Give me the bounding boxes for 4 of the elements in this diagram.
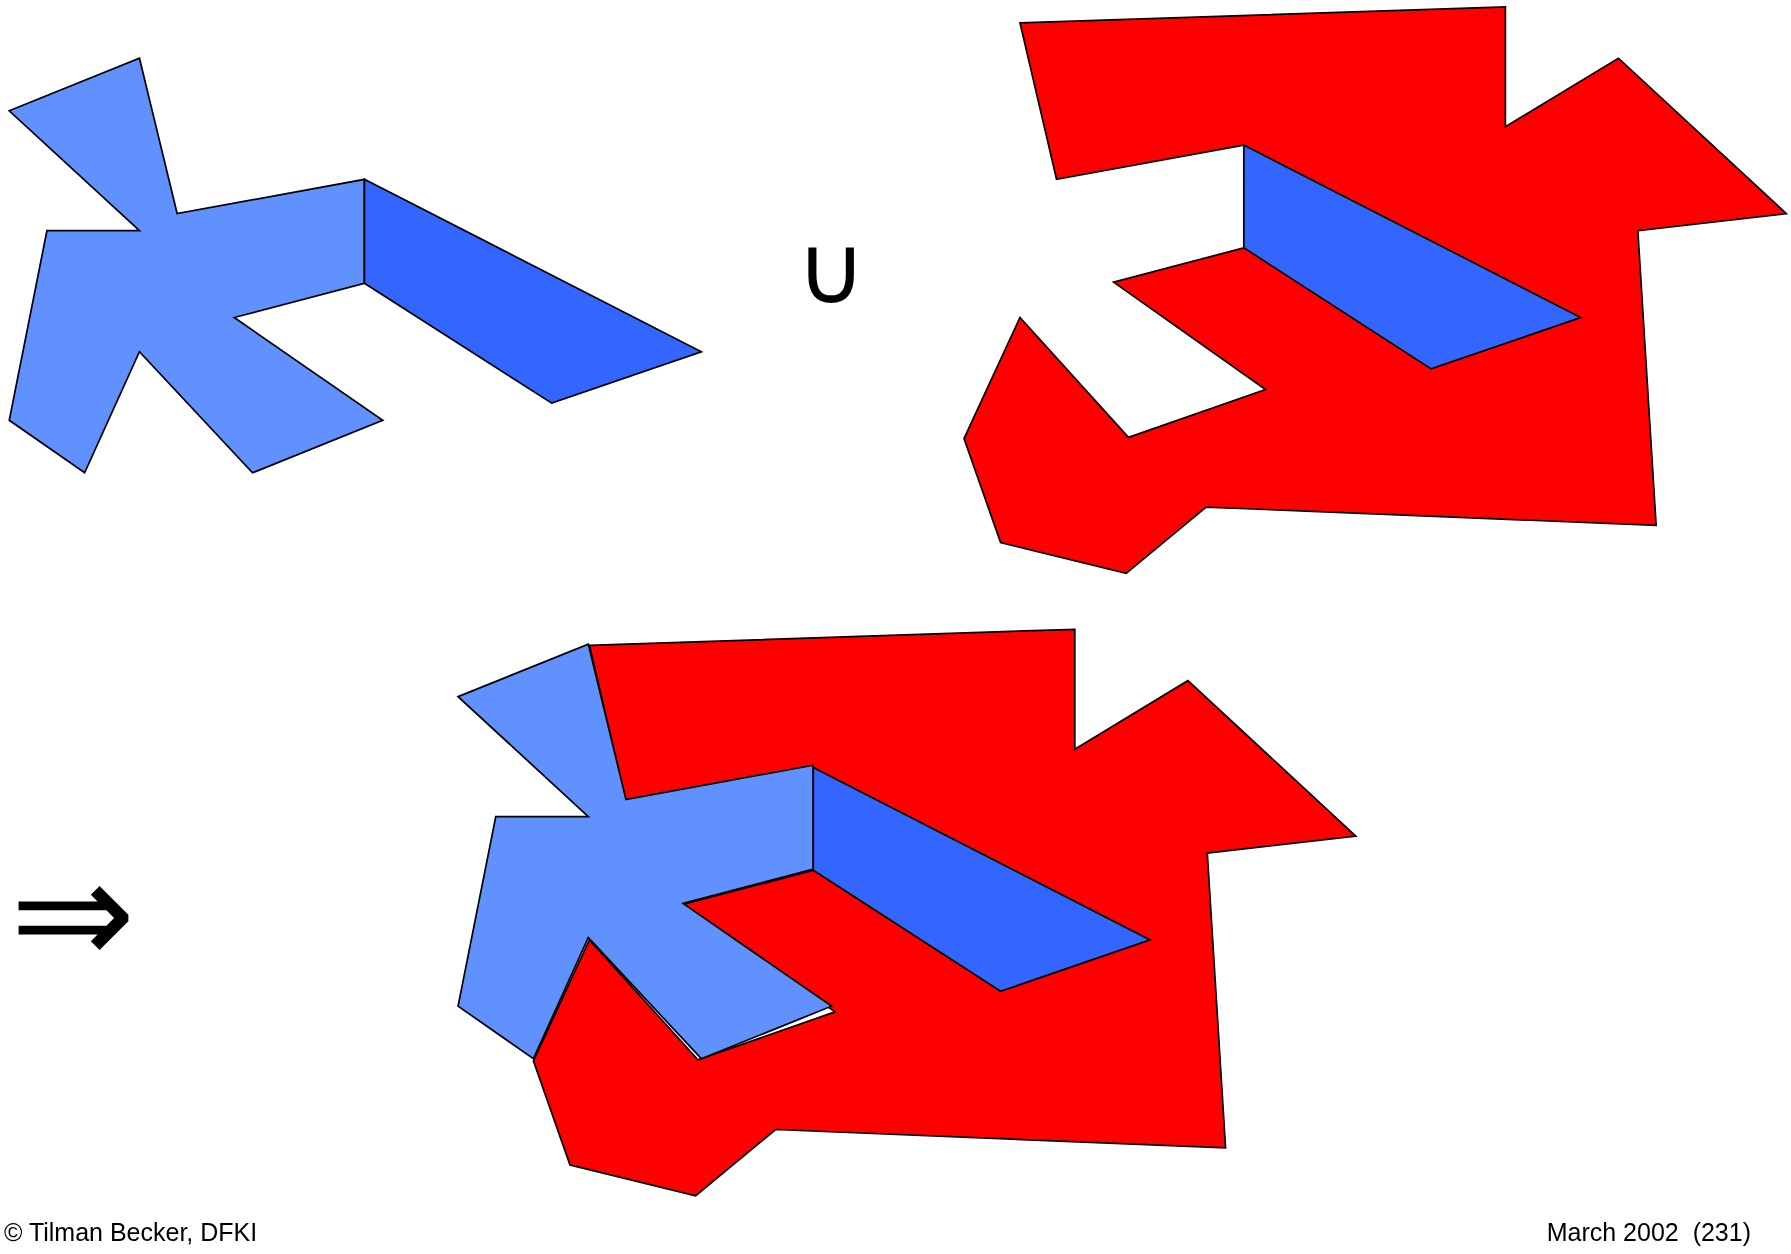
implies-symbol: ⇒ [10,838,136,988]
copyright-footer: © Tilman Becker, DFKI [4,1220,258,1245]
date-page-footer: March 2002 (231) [1546,1220,1751,1245]
union-symbol: ∪ [796,222,866,318]
